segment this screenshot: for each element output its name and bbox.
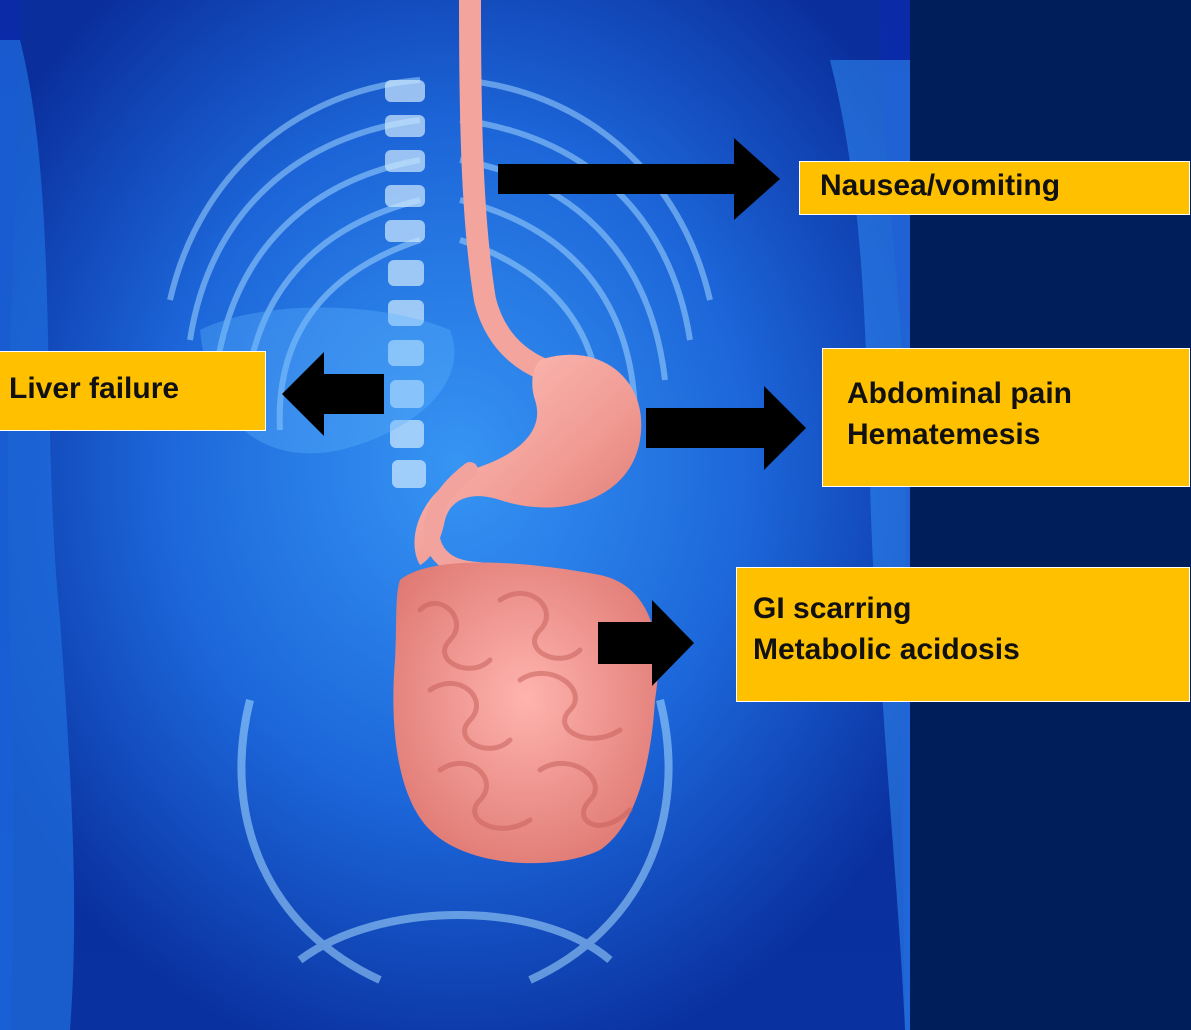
arrow-gi (598, 600, 694, 686)
label-nausea-text: Nausea/vomiting (820, 165, 1189, 206)
label-gi: GI scarring Metabolic acidosis (736, 567, 1190, 702)
label-gi-scarring-text: GI scarring (753, 588, 1189, 629)
label-liver: Liver failure (0, 351, 266, 431)
label-hematemesis-text: Hematemesis (847, 414, 1189, 455)
arrow-liver (282, 352, 384, 436)
label-abdominal-pain-text: Abdominal pain (847, 373, 1189, 414)
arrow-abdominal (646, 386, 806, 470)
label-abdominal: Abdominal pain Hematemesis (822, 348, 1190, 487)
label-liver-text: Liver failure (9, 368, 265, 409)
arrow-nausea (498, 138, 780, 220)
label-metabolic-acidosis-text: Metabolic acidosis (753, 629, 1189, 670)
label-nausea: Nausea/vomiting (799, 161, 1190, 215)
